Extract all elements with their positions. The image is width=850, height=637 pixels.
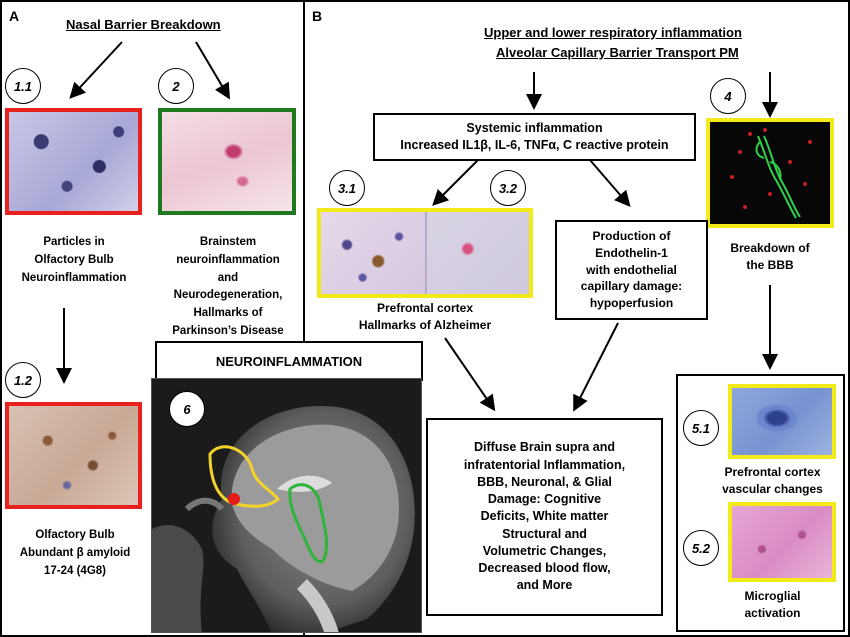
box-line: Volumetric Changes, bbox=[482, 543, 607, 558]
box-line: and More bbox=[516, 578, 573, 593]
label-2: 2 bbox=[158, 68, 194, 104]
cortex-stain-left bbox=[321, 212, 425, 294]
microglial-activation-image bbox=[728, 502, 836, 582]
caption-line: the BBB bbox=[746, 257, 794, 272]
caption-line: Breakdown of bbox=[730, 241, 810, 255]
endothelin-box: Production of Endothelin-1 with endothel… bbox=[555, 220, 708, 320]
arrow-systemic-to-endothelin bbox=[589, 159, 631, 208]
caption-1-1: Particles in Olfactory Bulb Neuroinflamm… bbox=[10, 234, 138, 287]
mri-brain-image: 6 bbox=[151, 378, 422, 633]
panel-b-frame bbox=[303, 0, 850, 637]
olfactory-bulb-particles-image bbox=[5, 108, 142, 215]
box-line: Decreased blood flow, bbox=[478, 561, 611, 576]
box-line: hypoperfusion bbox=[589, 296, 674, 311]
caption-line: Microglial bbox=[744, 589, 801, 603]
label-1-2: 1.2 bbox=[5, 362, 41, 398]
caption-line: vascular changes bbox=[722, 481, 823, 496]
caption-line: activation bbox=[744, 605, 801, 620]
box-line: infratentorial Inflammation, bbox=[463, 457, 626, 472]
caption-line: Olfactory Bulb bbox=[34, 253, 114, 266]
mri-drawing bbox=[152, 406, 415, 632]
box-line: Structural and bbox=[502, 526, 587, 541]
caption-3: Prefrontal cortex Hallmarks of Alzheimer bbox=[314, 300, 536, 334]
caption-5-1: Prefrontal cortex vascular changes bbox=[700, 464, 845, 498]
caption-line: neuroinflammation bbox=[176, 253, 280, 266]
box-line: Endothelin-1 bbox=[595, 245, 668, 260]
caption-line: Abundant β amyloid bbox=[19, 546, 131, 559]
box-line: BBB, Neuronal, & Glial bbox=[477, 474, 612, 489]
box-line: Diffuse Brain supra and bbox=[474, 440, 615, 455]
caption-1-2: Olfactory Bulb Abundant β amyloid 17-24 … bbox=[5, 527, 145, 580]
caption-line: Neurodegeneration, bbox=[173, 289, 283, 302]
label-5-1: 5.1 bbox=[683, 410, 719, 446]
arrow-3-to-diffuse bbox=[444, 337, 496, 412]
systemic-inflammation-box: Systemic inflammation Increased IL1β, IL… bbox=[373, 113, 696, 161]
label-3-2: 3.2 bbox=[490, 170, 526, 206]
caption-line: Parkinson’s Disease bbox=[172, 325, 284, 338]
prefrontal-vascular-image bbox=[728, 384, 836, 459]
caption-line: Olfactory Bulb bbox=[35, 529, 115, 541]
neuroinflammation-box: NEUROINFLAMMATION bbox=[155, 341, 423, 381]
bbb-vessel-trace bbox=[730, 128, 812, 219]
caption-line: 17-24 (4G8) bbox=[43, 564, 106, 577]
box-line: Systemic inflammation bbox=[466, 120, 603, 135]
caption-line: and bbox=[217, 271, 239, 284]
caption-line: Hallmarks of bbox=[193, 307, 263, 320]
box-line: Damage: Cognitive bbox=[487, 492, 602, 507]
box-line: Deficits, White matter bbox=[480, 509, 609, 524]
prefrontal-cortex-alzheimer-image bbox=[317, 208, 533, 298]
panel-b-title-2: Alveolar Capillary Barrier Transport PM bbox=[496, 45, 739, 60]
label-4: 4 bbox=[710, 78, 746, 114]
olfactory-bulb-amyloid-image bbox=[5, 402, 142, 509]
arrow-systemic-to-3 bbox=[432, 159, 479, 206]
arrow-endothelin-to-diffuse bbox=[573, 322, 619, 412]
bbb-breakdown-image bbox=[706, 118, 834, 228]
box-line: Increased IL1β, IL-6, TNFα, C reactive p… bbox=[400, 138, 669, 152]
caption-2: Brainstem neuroinflammation and Neurodeg… bbox=[158, 234, 298, 341]
panel-a-title: Nasal Barrier Breakdown bbox=[66, 17, 221, 32]
panel-a-letter: A bbox=[9, 8, 20, 24]
box-line: capillary damage: bbox=[580, 279, 683, 294]
label-5-2: 5.2 bbox=[683, 530, 719, 566]
panel-b-letter: B bbox=[312, 8, 323, 24]
caption-line: Brainstem bbox=[199, 236, 257, 248]
caption-line: Prefrontal cortex bbox=[724, 465, 821, 479]
brainstem-image bbox=[158, 108, 296, 215]
caption-line: Particles in bbox=[43, 236, 105, 248]
diffuse-brain-box: Diffuse Brain supra and infratentorial I… bbox=[426, 418, 663, 616]
label-6: 6 bbox=[169, 391, 205, 427]
box-line: NEUROINFLAMMATION bbox=[215, 353, 363, 369]
caption-5-2: Microglial activation bbox=[700, 588, 845, 622]
caption-line: Prefrontal cortex bbox=[376, 301, 474, 315]
caption-4: Breakdown of the BBB bbox=[706, 240, 834, 274]
panel-b-title-1: Upper and lower respiratory inflammation bbox=[484, 25, 742, 40]
caption-line: Neuroinflammation bbox=[21, 271, 127, 284]
box-line: Production of bbox=[592, 229, 671, 243]
caption-line: Hallmarks of Alzheimer bbox=[358, 317, 492, 332]
label-1-1: 1.1 bbox=[5, 68, 41, 104]
box-line: with endothelial bbox=[586, 262, 677, 277]
cortex-stain-right bbox=[425, 212, 529, 294]
arrow-title-to-2 bbox=[195, 41, 231, 100]
arrow-title-to-1-1 bbox=[69, 41, 123, 99]
label-3-1: 3.1 bbox=[329, 170, 365, 206]
